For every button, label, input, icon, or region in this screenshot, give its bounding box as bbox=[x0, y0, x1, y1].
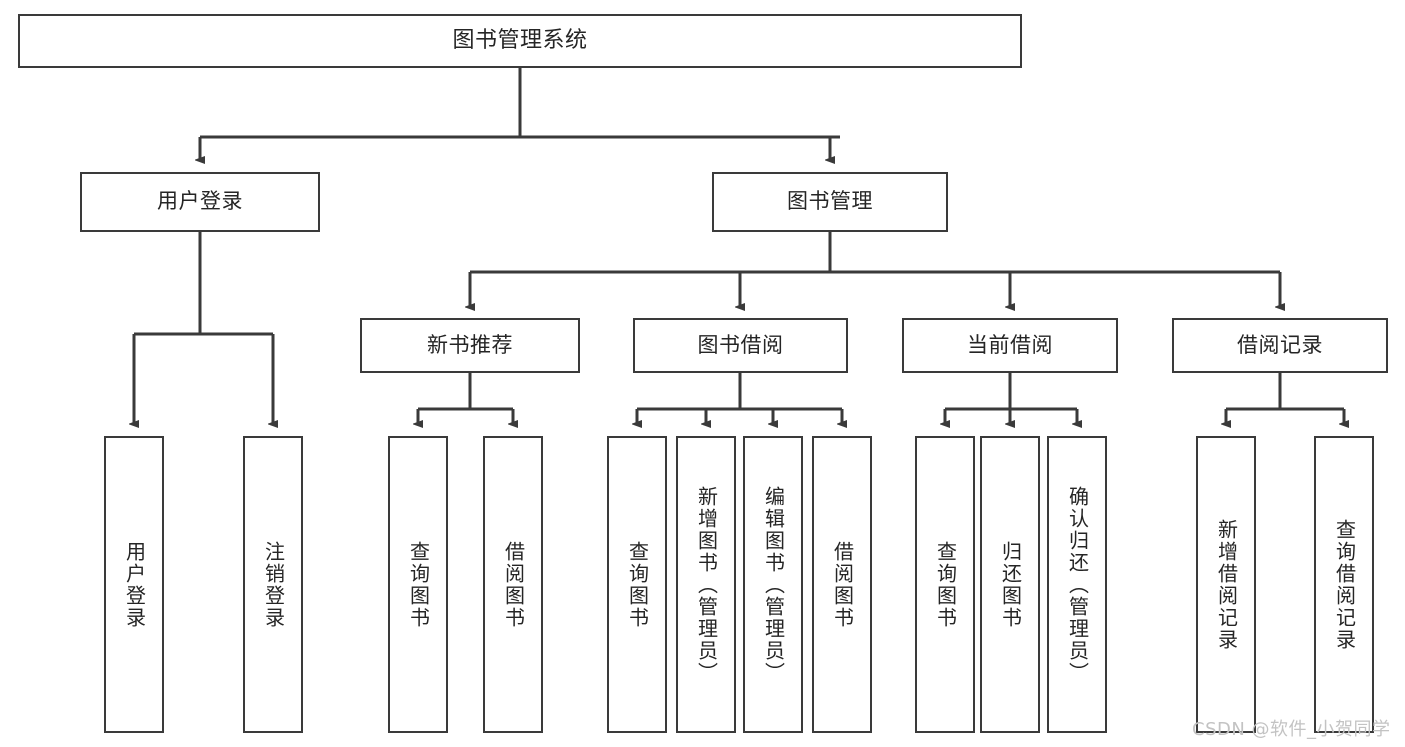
node-label: 新书推荐 bbox=[427, 332, 513, 357]
node-label: 借阅图书 bbox=[501, 540, 526, 629]
node-label: 用户登录 bbox=[157, 189, 243, 214]
node-label: 图书管理系统 bbox=[452, 27, 588, 53]
node-label: 确认归还（管理员） bbox=[1065, 485, 1090, 684]
node-leaf-add-book-admin[interactable]: 新增图书（管理员） bbox=[676, 436, 736, 733]
node-label: 注销登录 bbox=[261, 540, 286, 629]
node-label: 编辑图书（管理员） bbox=[761, 485, 786, 684]
node-leaf-edit-book-admin[interactable]: 编辑图书（管理员） bbox=[743, 436, 803, 733]
node-leaf-return-book[interactable]: 归还图书 bbox=[980, 436, 1040, 733]
csdn-watermark: CSDN @软件_小贺同学 bbox=[1192, 719, 1391, 740]
node-user-login[interactable]: 用户登录 bbox=[80, 172, 320, 232]
node-label: 归还图书 bbox=[998, 540, 1023, 629]
node-label: 当前借阅 bbox=[967, 332, 1053, 357]
node-leaf-query-borrow-record[interactable]: 查询借阅记录 bbox=[1314, 436, 1374, 733]
node-label: 查询图书 bbox=[933, 540, 958, 629]
node-root-system[interactable]: 图书管理系统 bbox=[18, 14, 1022, 68]
node-label: 借阅图书 bbox=[830, 540, 855, 629]
node-label: 查询图书 bbox=[625, 540, 650, 629]
node-leaf-confirm-return-admin[interactable]: 确认归还（管理员） bbox=[1047, 436, 1107, 733]
node-leaf-query-book-current[interactable]: 查询图书 bbox=[915, 436, 975, 733]
node-leaf-logout[interactable]: 注销登录 bbox=[243, 436, 303, 733]
node-label: 查询图书 bbox=[406, 540, 431, 629]
node-label: 新增借阅记录 bbox=[1214, 518, 1239, 651]
node-label: 图书借阅 bbox=[697, 332, 784, 357]
node-label: 图书管理 bbox=[787, 189, 873, 214]
node-book-management[interactable]: 图书管理 bbox=[712, 172, 948, 232]
node-leaf-query-book-recommend[interactable]: 查询图书 bbox=[388, 436, 448, 733]
node-label: 新增图书（管理员） bbox=[694, 485, 719, 684]
node-current-borrow[interactable]: 当前借阅 bbox=[902, 318, 1118, 373]
node-leaf-borrow-book-recommend[interactable]: 借阅图书 bbox=[483, 436, 543, 733]
node-new-book-recommend[interactable]: 新书推荐 bbox=[360, 318, 580, 373]
node-leaf-borrow-book[interactable]: 借阅图书 bbox=[812, 436, 872, 733]
node-book-borrow[interactable]: 图书借阅 bbox=[633, 318, 848, 373]
node-leaf-add-borrow-record[interactable]: 新增借阅记录 bbox=[1196, 436, 1256, 733]
node-label: 用户登录 bbox=[122, 540, 147, 629]
node-label: 查询借阅记录 bbox=[1332, 518, 1357, 651]
node-borrow-record[interactable]: 借阅记录 bbox=[1172, 318, 1388, 373]
node-leaf-query-book-borrow[interactable]: 查询图书 bbox=[607, 436, 667, 733]
node-label: 借阅记录 bbox=[1237, 332, 1323, 357]
node-leaf-user-login[interactable]: 用户登录 bbox=[104, 436, 164, 733]
